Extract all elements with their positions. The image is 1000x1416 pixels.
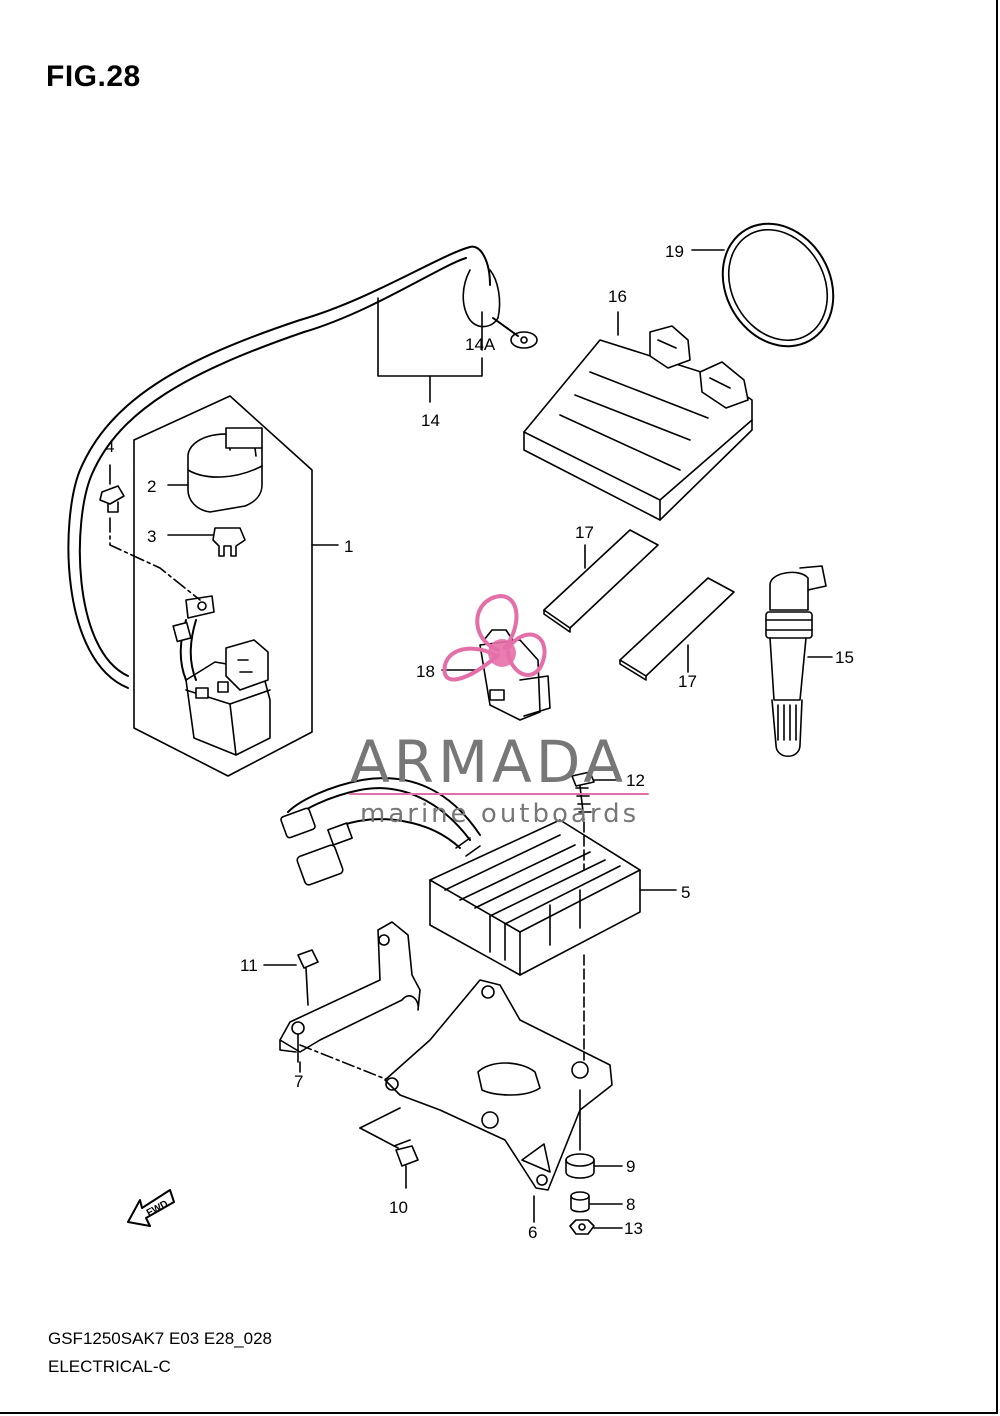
- callout-7: 7: [294, 1072, 303, 1091]
- watermark-tagline: marine outboards: [360, 799, 639, 829]
- callout-14: 14: [421, 411, 440, 430]
- callout-6: 6: [528, 1223, 537, 1242]
- figure-title: FIG.28: [46, 60, 141, 93]
- callout-11: 11: [240, 956, 258, 975]
- starter-relay-box: [99, 395, 339, 777]
- watermark-brand: ARMADA: [350, 728, 627, 796]
- callout-1: 1: [344, 537, 353, 556]
- footer-section-name: ELECTRICAL-C: [48, 1357, 171, 1376]
- callout-18: 18: [416, 662, 435, 681]
- band-drawing: [691, 222, 835, 348]
- callout-16: 16: [608, 287, 627, 306]
- callout-17-bottom: 17: [678, 672, 697, 691]
- callout-17-top: 17: [575, 523, 594, 542]
- callout-3: 3: [147, 527, 156, 546]
- callout-13: 13: [624, 1219, 643, 1238]
- brackets-drawing: [263, 921, 613, 1223]
- fwd-arrow-icon: FWD: [127, 1189, 175, 1227]
- callout-labels: 1 2 3 4 5 6 7 8 9 10 11 12 13 14 14A 15 …: [105, 242, 854, 1242]
- callout-4: 4: [105, 437, 114, 456]
- hardware-drawing: [565, 1153, 623, 1235]
- callout-5: 5: [681, 883, 690, 902]
- callout-15: 15: [835, 648, 854, 667]
- ecm-drawing: [523, 311, 753, 521]
- callout-9: 9: [626, 1157, 635, 1176]
- ignition-coil-drawing: [765, 565, 833, 758]
- callout-14A: 14A: [465, 335, 496, 354]
- callout-12: 12: [626, 771, 645, 790]
- callout-10: 10: [389, 1198, 408, 1217]
- callout-2: 2: [147, 477, 156, 496]
- battery-cable-drawing: [67, 245, 538, 689]
- callout-8: 8: [626, 1195, 635, 1214]
- cushion-strips-drawing: [543, 529, 735, 681]
- callout-19: 19: [665, 242, 684, 261]
- fwd-label: FWD: [145, 1199, 170, 1219]
- regulator-drawing: [280, 771, 677, 976]
- footer-model-code: GSF1250SAK7 E03 E28_028: [48, 1329, 272, 1348]
- watermark-logo: ARMADA marine outboards: [349, 594, 649, 829]
